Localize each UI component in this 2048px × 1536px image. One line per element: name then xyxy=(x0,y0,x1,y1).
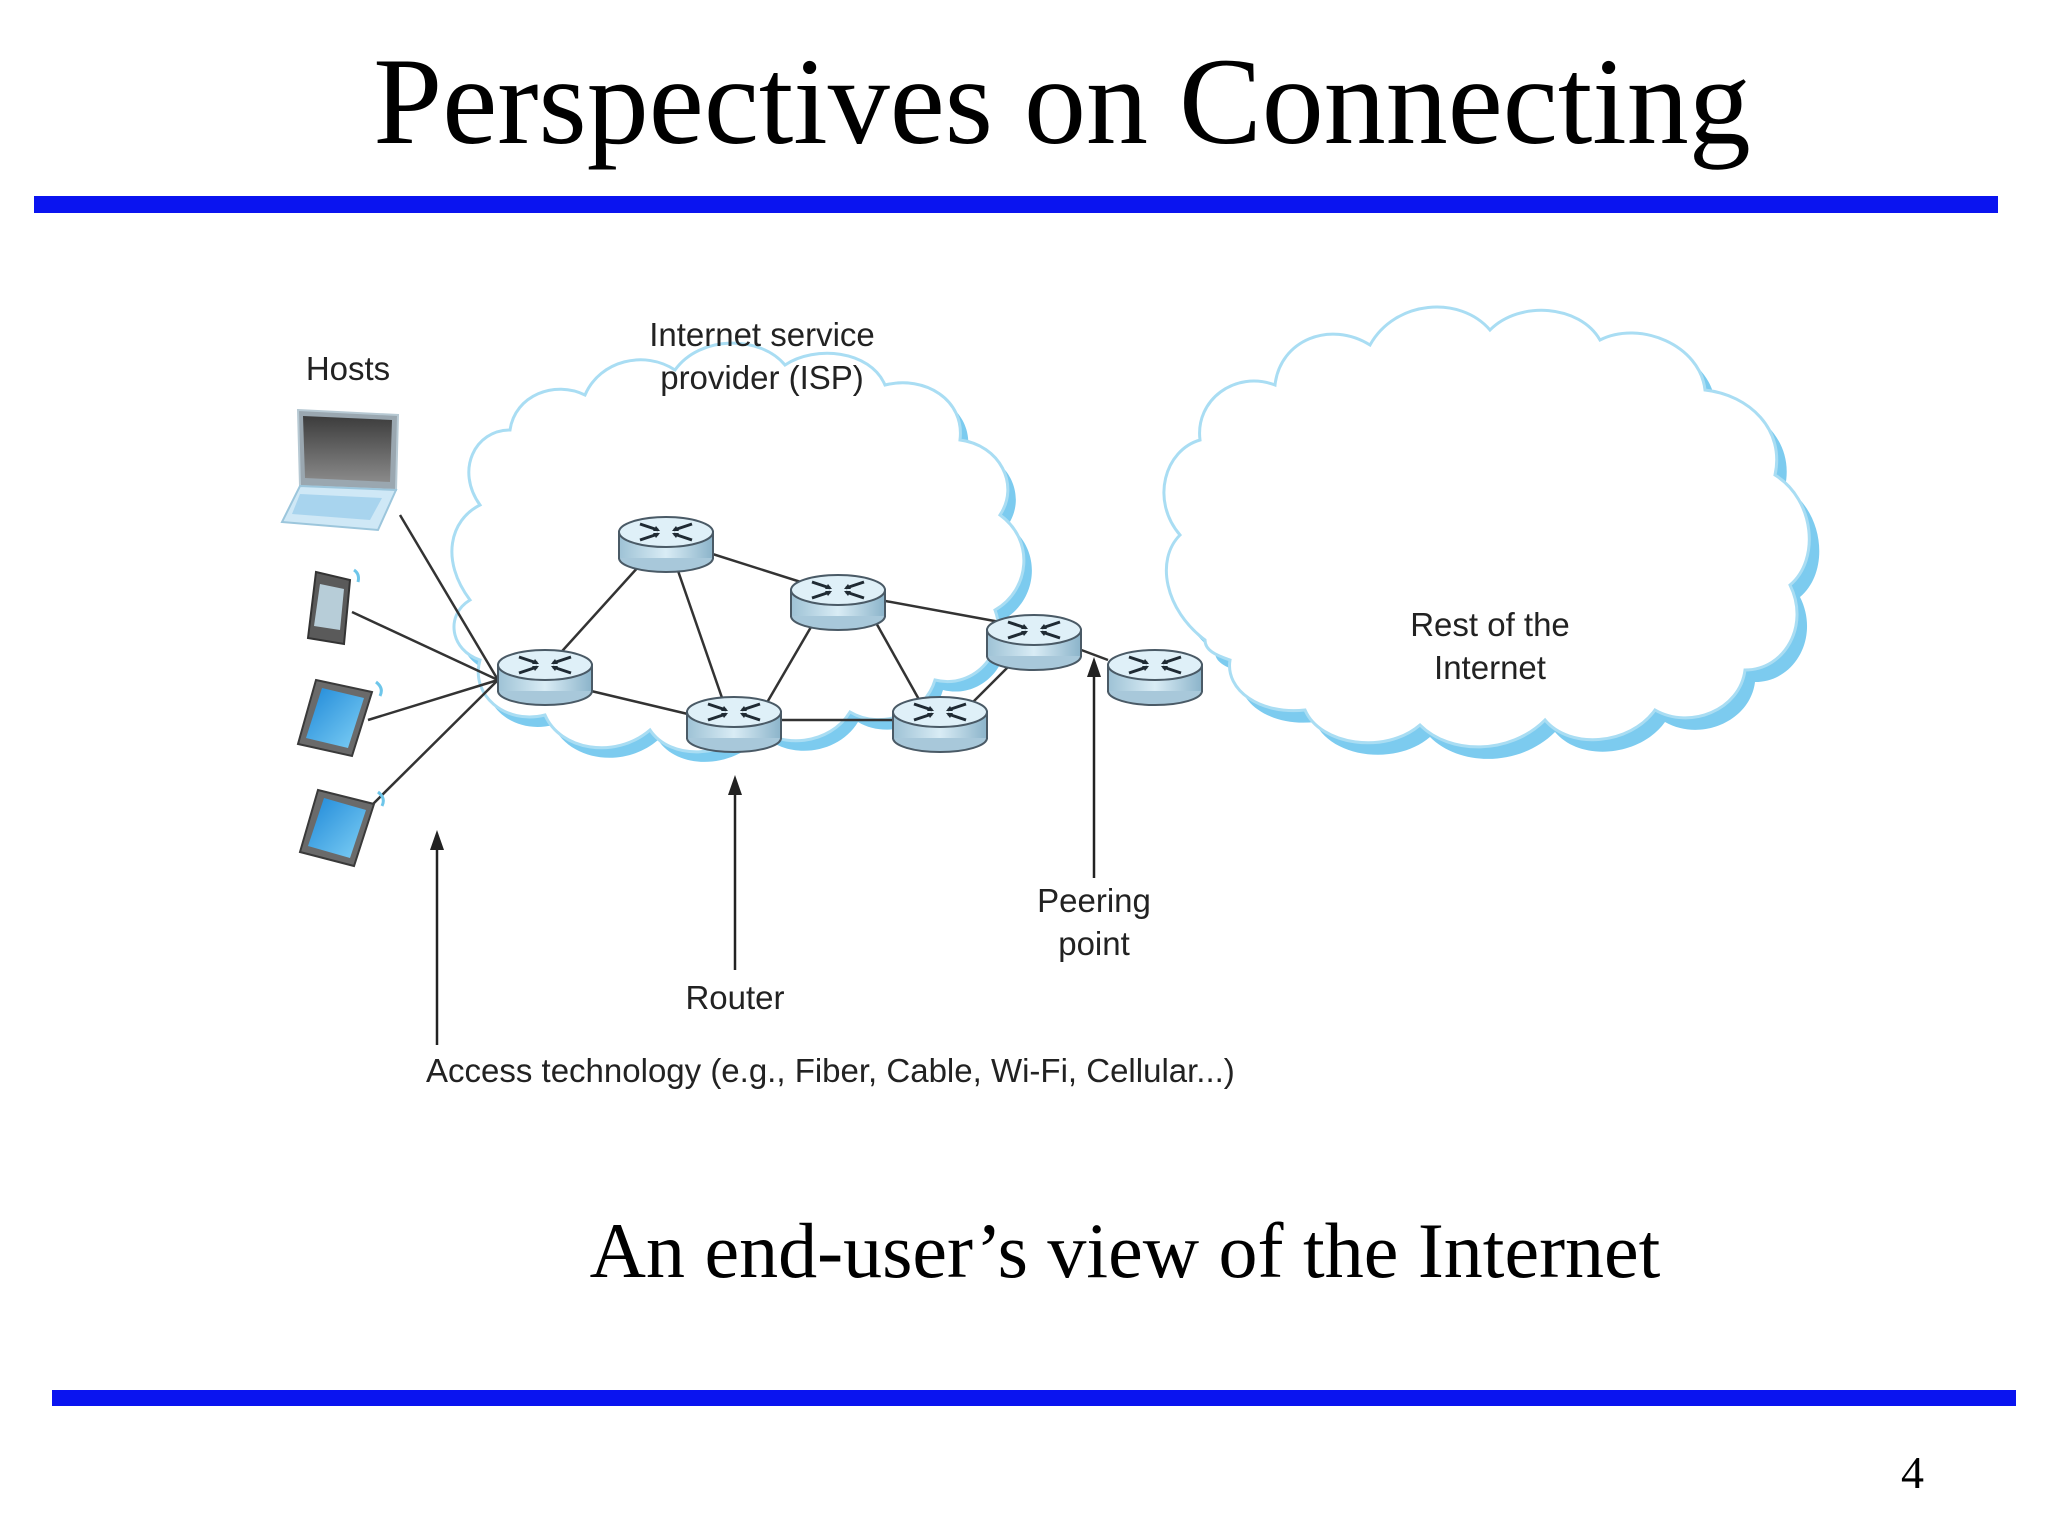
router-label: Router xyxy=(685,979,784,1016)
network-links xyxy=(351,514,1109,806)
router-icon xyxy=(685,695,783,754)
bottom-divider xyxy=(52,1390,2016,1406)
rest-of-internet-label-line2: Internet xyxy=(1434,649,1546,686)
annotation-arrows xyxy=(430,657,1101,1045)
slide-title: Perspectives on Connecting xyxy=(373,33,1751,170)
laptop-icon xyxy=(280,408,400,532)
isp-cloud xyxy=(450,341,1032,762)
router-icon xyxy=(985,613,1083,672)
slide-caption: An end-user’s view of the Internet xyxy=(589,1207,1661,1294)
isp-label-line1: Internet service xyxy=(649,316,875,353)
rest-of-internet-label-line1: Rest of the xyxy=(1410,606,1570,643)
router-icon xyxy=(789,573,887,632)
router-icon xyxy=(1106,648,1204,707)
hosts-label: Hosts xyxy=(306,350,390,387)
peering-point-label-line1: Peering xyxy=(1037,882,1151,919)
tablet-icon xyxy=(298,788,385,868)
peering-point-label-line2: point xyxy=(1058,925,1130,962)
isp-label-line2: provider (ISP) xyxy=(660,359,864,396)
access-technology-label: Access technology (e.g., Fiber, Cable, W… xyxy=(426,1052,1235,1089)
tablet-icon xyxy=(296,678,383,758)
router-icon xyxy=(617,515,715,574)
rest-of-internet-cloud xyxy=(1162,305,1820,759)
router-icon xyxy=(891,695,989,754)
top-divider xyxy=(34,196,1998,213)
router-icon xyxy=(496,648,594,707)
smartphone-icon xyxy=(306,568,360,646)
page-number: 4 xyxy=(1901,1447,1924,1498)
